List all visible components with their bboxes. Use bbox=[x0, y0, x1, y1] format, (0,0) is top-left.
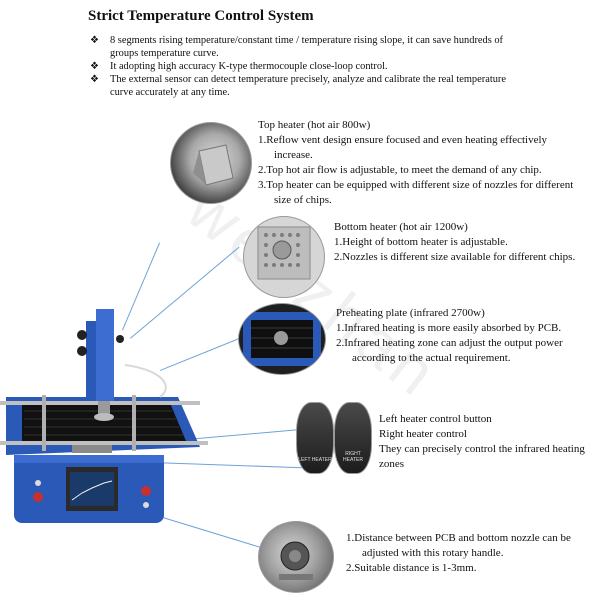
top-heater-heading: Top heater (hot air 800w) bbox=[258, 119, 371, 131]
left-heater-text: Left heater control button bbox=[379, 413, 492, 425]
bullet-item: ❖8 segments rising temperature/constant … bbox=[90, 35, 504, 59]
right-heater-label: RIGHT HEATER bbox=[343, 451, 363, 463]
bottom-heater-heading: Bottom heater (hot air 1200w) bbox=[334, 221, 468, 233]
handle-section: 1.Distance between PCB and bottom nozzle… bbox=[346, 531, 594, 576]
right-heater-text: Right heater control bbox=[379, 428, 467, 440]
nozzle-icon bbox=[193, 144, 234, 186]
list-item: 1.Reflow vent design ensure focused and … bbox=[258, 134, 548, 161]
left-heater-label: LEFT HEATER bbox=[298, 457, 332, 463]
bottom-heater-section: Bottom heater (hot air 1200w) 1.Height o… bbox=[334, 220, 589, 265]
bullet-item: ❖The external sensor can detect temperat… bbox=[90, 74, 506, 98]
bullet-item: ❖It adopting high accuracy K-type thermo… bbox=[90, 61, 388, 72]
list-item: 1.Infrared heating is more easily absorb… bbox=[336, 322, 562, 334]
preheating-heading: Preheating plate (infrared 2700w) bbox=[336, 307, 485, 319]
rework-station-illustration bbox=[0, 309, 208, 523]
rotary-handle-photo bbox=[258, 521, 334, 593]
list-item: 1.Height of bottom heater is adjustable. bbox=[334, 236, 508, 248]
preheating-section: Preheating plate (infrared 2700w) 1.Infr… bbox=[336, 306, 598, 366]
knob-icon bbox=[279, 541, 313, 580]
ir-plate-icon bbox=[243, 312, 321, 366]
controls-section: Left heater control button Right heater … bbox=[379, 412, 594, 472]
top-heater-section: Top heater (hot air 800w) 1.Reflow vent … bbox=[258, 118, 588, 208]
preheating-plate-photo bbox=[238, 303, 326, 375]
list-item: 2.Infrared heating zone can adjust the o… bbox=[336, 337, 563, 364]
controls-description: They can precisely control the infrared … bbox=[379, 443, 585, 470]
heater-grid-icon bbox=[257, 226, 311, 280]
list-item: 2.Top hot air flow is adjustable, to mee… bbox=[258, 164, 542, 176]
list-item: 2.Nozzles is different size available fo… bbox=[334, 251, 576, 263]
list-item: 2.Suitable distance is 1-3mm. bbox=[346, 562, 477, 574]
bottom-heater-photo bbox=[243, 216, 325, 298]
feature-bullets: ❖8 segments rising temperature/constant … bbox=[88, 34, 528, 99]
page-title: Strict Temperature Control System bbox=[88, 8, 314, 24]
bullet-marker-icon: ❖ bbox=[90, 61, 99, 72]
list-item: 1.Distance between PCB and bottom nozzle… bbox=[346, 532, 571, 559]
bullet-marker-icon: ❖ bbox=[90, 74, 99, 85]
bullet-marker-icon: ❖ bbox=[90, 35, 99, 46]
top-heater-photo bbox=[170, 122, 252, 204]
right-heater-button-photo: RIGHT HEATER bbox=[334, 402, 372, 474]
list-item: 3.Top heater can be equipped with differ… bbox=[258, 179, 574, 206]
left-heater-button-photo: LEFT HEATER bbox=[296, 402, 334, 474]
